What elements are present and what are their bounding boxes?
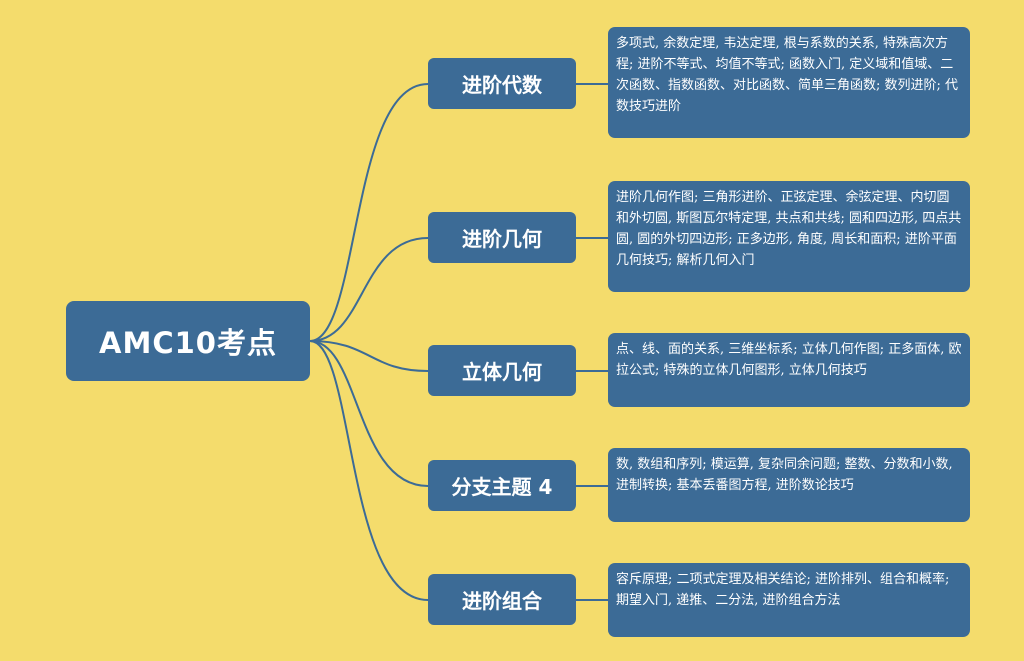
detail-box-advanced-algebra: 多项式, 余数定理, 韦达定理, 根与系数的关系, 特殊高次方程; 进阶不等式、…	[608, 27, 970, 138]
detail-text: 多项式, 余数定理, 韦达定理, 根与系数的关系, 特殊高次方程; 进阶不等式、…	[616, 36, 959, 114]
detail-text: 进阶几何作图; 三角形进阶、正弦定理、余弦定理、内切圆和外切圆, 斯图瓦尔特定理…	[616, 190, 962, 268]
detail-box-advanced-combinatorics: 容斥原理; 二项式定理及相关结论; 进阶排列、组合和概率; 期望入门, 递推、二…	[608, 563, 970, 637]
connector-root-branch-4	[309, 340, 429, 487]
branch-node-advanced-geometry: 进阶几何	[428, 212, 576, 263]
branch-node-advanced-combinatorics: 进阶组合	[428, 574, 576, 625]
detail-text: 数, 数组和序列; 模运算, 复杂同余问题; 整数、分数和小数, 进制转换; 基…	[616, 457, 953, 493]
connector-root-branch-1	[309, 83, 429, 342]
branch-node-advanced-algebra: 进阶代数	[428, 58, 576, 109]
detail-text: 容斥原理; 二项式定理及相关结论; 进阶排列、组合和概率; 期望入门, 递推、二…	[616, 572, 950, 608]
detail-box-topic-4: 数, 数组和序列; 模运算, 复杂同余问题; 整数、分数和小数, 进制转换; 基…	[608, 448, 970, 522]
branch-node-topic-4: 分支主题 4	[428, 460, 576, 511]
connector-root-branch-2	[309, 237, 429, 342]
branch-node-solid-geometry: 立体几何	[428, 345, 576, 396]
connector-root-branch-5	[309, 340, 429, 601]
connector-root-branch-3	[309, 340, 429, 372]
detail-box-solid-geometry: 点、线、面的关系, 三维坐标系; 立体几何作图; 正多面体, 欧拉公式; 特殊的…	[608, 333, 970, 407]
root-node: AMC10考点	[66, 301, 310, 381]
detail-text: 点、线、面的关系, 三维坐标系; 立体几何作图; 正多面体, 欧拉公式; 特殊的…	[616, 342, 962, 378]
detail-box-advanced-geometry: 进阶几何作图; 三角形进阶、正弦定理、余弦定理、内切圆和外切圆, 斯图瓦尔特定理…	[608, 181, 970, 292]
